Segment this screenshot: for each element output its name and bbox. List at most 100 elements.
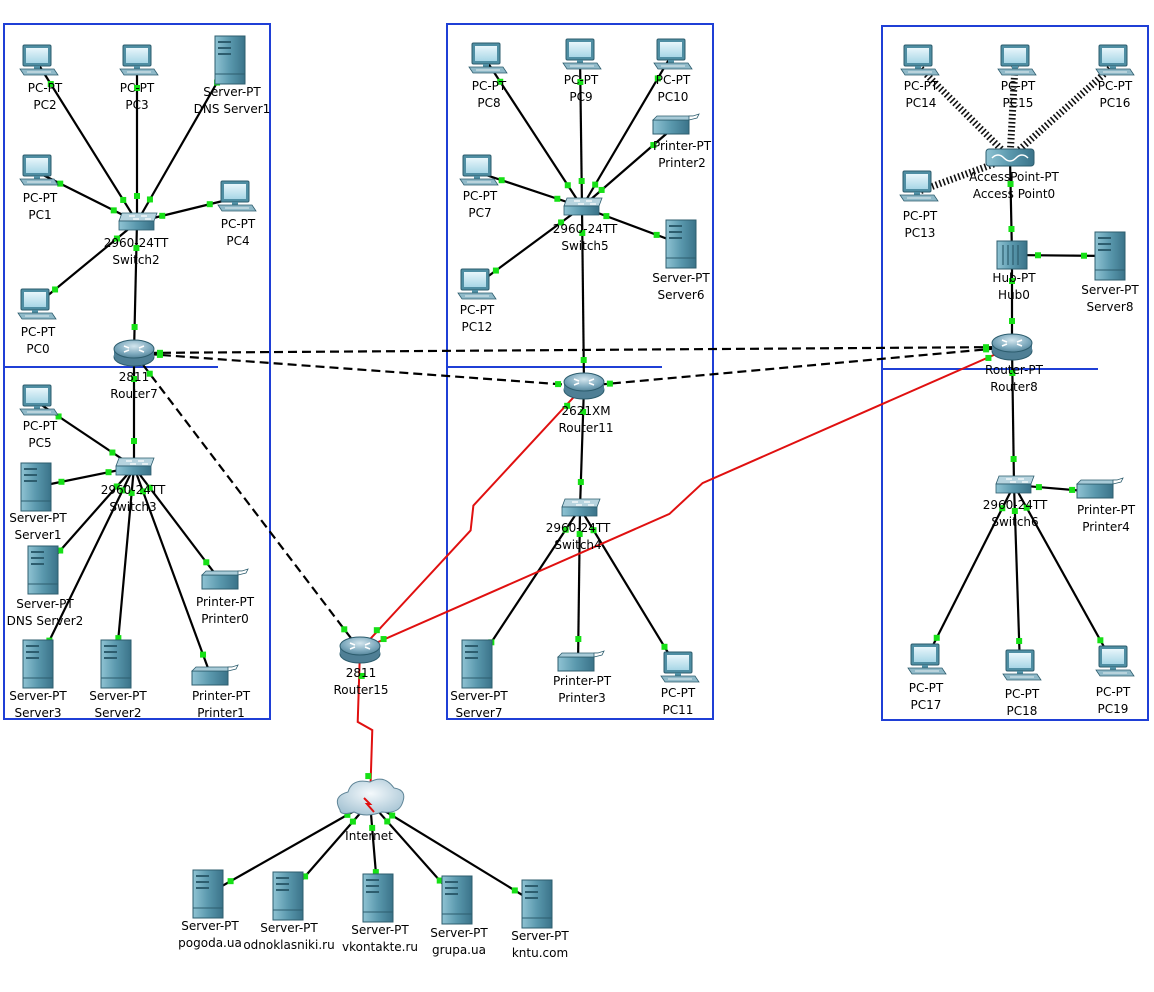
pc-icon bbox=[562, 38, 602, 70]
link-printer2-switch5[interactable] bbox=[581, 127, 674, 208]
link-router7-router11[interactable] bbox=[133, 351, 585, 388]
device-type-label: PC-PT bbox=[909, 681, 944, 695]
link-router11-router8[interactable] bbox=[583, 345, 1013, 388]
link-pc19-switch6-light-b bbox=[1023, 504, 1030, 511]
zone-middle-frame bbox=[446, 23, 714, 720]
link-pc19-switch6[interactable] bbox=[1013, 484, 1114, 664]
link-internet-kntu[interactable] bbox=[369, 801, 538, 905]
link-pc18-switch6[interactable] bbox=[1012, 484, 1022, 668]
device-name-label: Switch2 bbox=[112, 253, 159, 267]
printer-icon bbox=[191, 664, 239, 686]
link-ap0-hub0[interactable] bbox=[1008, 157, 1014, 256]
link-pc0-switch2[interactable] bbox=[34, 221, 138, 307]
link-hub0-server8-light-b bbox=[1081, 252, 1088, 259]
link-router15-internet[interactable] bbox=[356, 649, 374, 803]
link-pc7-switch5[interactable] bbox=[476, 170, 583, 209]
device-type-label: PC-PT bbox=[1005, 687, 1040, 701]
device-type-label: PC-PT bbox=[1096, 685, 1131, 699]
device-name-label: PC11 bbox=[663, 703, 694, 717]
link-pc2-switch2[interactable] bbox=[36, 61, 138, 223]
links-layer bbox=[34, 55, 1114, 905]
link-hub0-router8-light-a bbox=[1009, 278, 1015, 284]
device-internet[interactable]: Internet bbox=[336, 778, 405, 843]
device-type-label: 2960-24TT bbox=[553, 222, 618, 236]
link-server7-switch4[interactable] bbox=[476, 507, 581, 665]
link-switch2-router7[interactable] bbox=[132, 221, 139, 354]
device-name-label: Printer1 bbox=[197, 706, 245, 720]
switch-icon bbox=[561, 498, 601, 517]
link-server3-switch3[interactable] bbox=[37, 466, 135, 665]
link-pc17-switch6[interactable] bbox=[924, 484, 1015, 662]
link-router8-router15[interactable] bbox=[359, 346, 1013, 651]
link-switch5-router11[interactable] bbox=[580, 206, 586, 387]
server-icon bbox=[214, 35, 246, 85]
device-type-label: PC-PT bbox=[23, 191, 58, 205]
link-pc12-switch5[interactable] bbox=[474, 206, 583, 287]
device-type-label: 2811 bbox=[346, 666, 377, 680]
link-router7-router15[interactable] bbox=[133, 352, 361, 651]
link-internet-odnoklasniki-light-b bbox=[302, 873, 309, 880]
link-router11-router15[interactable] bbox=[359, 385, 585, 651]
device-name-label: Printer3 bbox=[558, 691, 606, 705]
link-server2-switch3[interactable] bbox=[114, 466, 136, 665]
link-internet-pogoda[interactable] bbox=[207, 801, 371, 895]
link-pc11-switch4[interactable] bbox=[579, 507, 679, 670]
link-server2-switch3-light-b bbox=[128, 489, 135, 496]
link-router11-switch4[interactable] bbox=[578, 385, 586, 509]
link-printer1-switch3[interactable] bbox=[132, 466, 214, 680]
link-hub0-server8[interactable] bbox=[1011, 253, 1111, 258]
router-icon bbox=[991, 333, 1033, 361]
link-router15-internet-light-b bbox=[365, 773, 372, 780]
link-dns1-switch2[interactable] bbox=[136, 59, 231, 223]
link-router7-router8[interactable] bbox=[133, 345, 1013, 355]
